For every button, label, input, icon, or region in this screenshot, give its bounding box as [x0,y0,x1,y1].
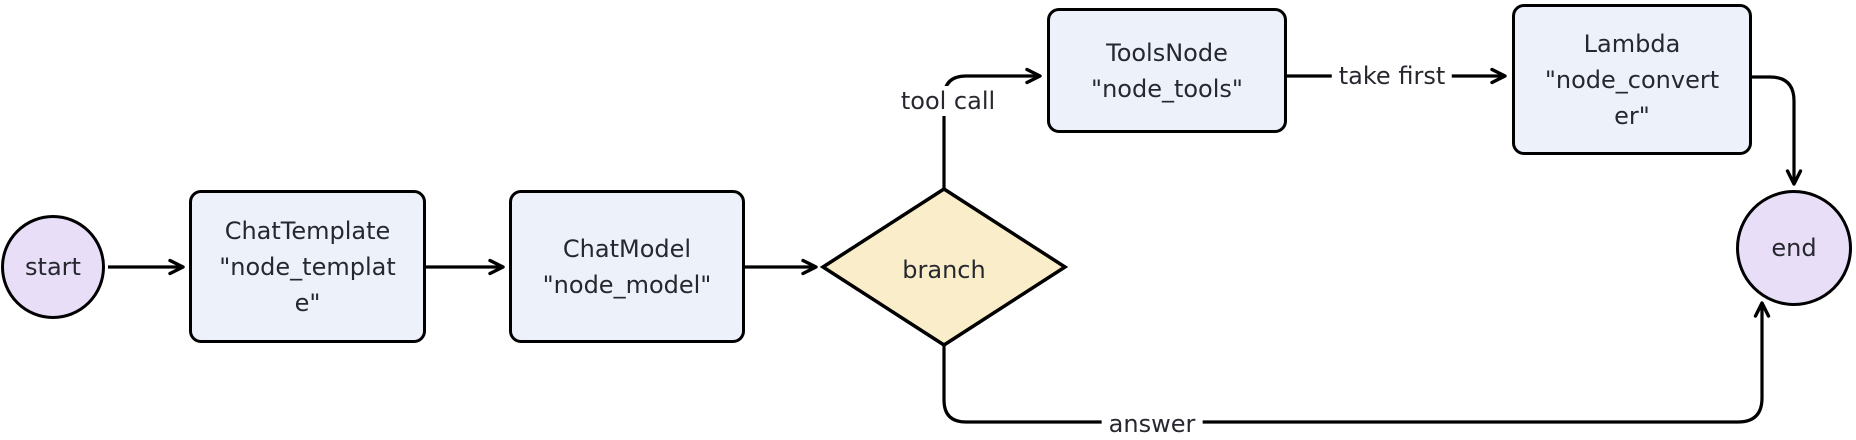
node-chat-template-line1: ChatTemplate [224,216,391,245]
node-start: start [1,215,105,319]
node-chat-template-line2: "node_templat [219,252,396,281]
edge-branch-to-end [942,301,1771,424]
edge-converter-to-end [1752,75,1803,186]
node-chat-model-line2: "node_model" [542,270,712,299]
edge-label-tool-call: tool call [893,86,1003,116]
node-chat-model: ChatModel "node_model" [509,190,745,343]
node-chat-template: ChatTemplate "node_templat e" [189,190,426,343]
node-end: end [1736,190,1852,306]
node-converter: Lambda "node_convert er" [1512,4,1752,155]
node-tools: ToolsNode "node_tools" [1047,8,1287,133]
node-converter-line3: er" [1614,101,1650,130]
node-chat-template-line3: e" [294,288,321,317]
node-branch-shape [819,186,1069,348]
node-chat-model-line1: ChatModel [562,234,692,263]
node-converter-line2: "node_convert [1544,65,1720,94]
node-branch-label: branch [902,256,986,284]
node-converter-line1: Lambda [1583,29,1681,58]
edge-label-answer: answer [1101,409,1203,439]
node-start-label: start [25,253,81,281]
edge-label-take-first: take first [1331,61,1453,91]
node-tools-line2: "node_tools" [1091,74,1243,103]
node-end-label: end [1771,234,1817,262]
node-tools-line1: ToolsNode [1106,38,1228,67]
